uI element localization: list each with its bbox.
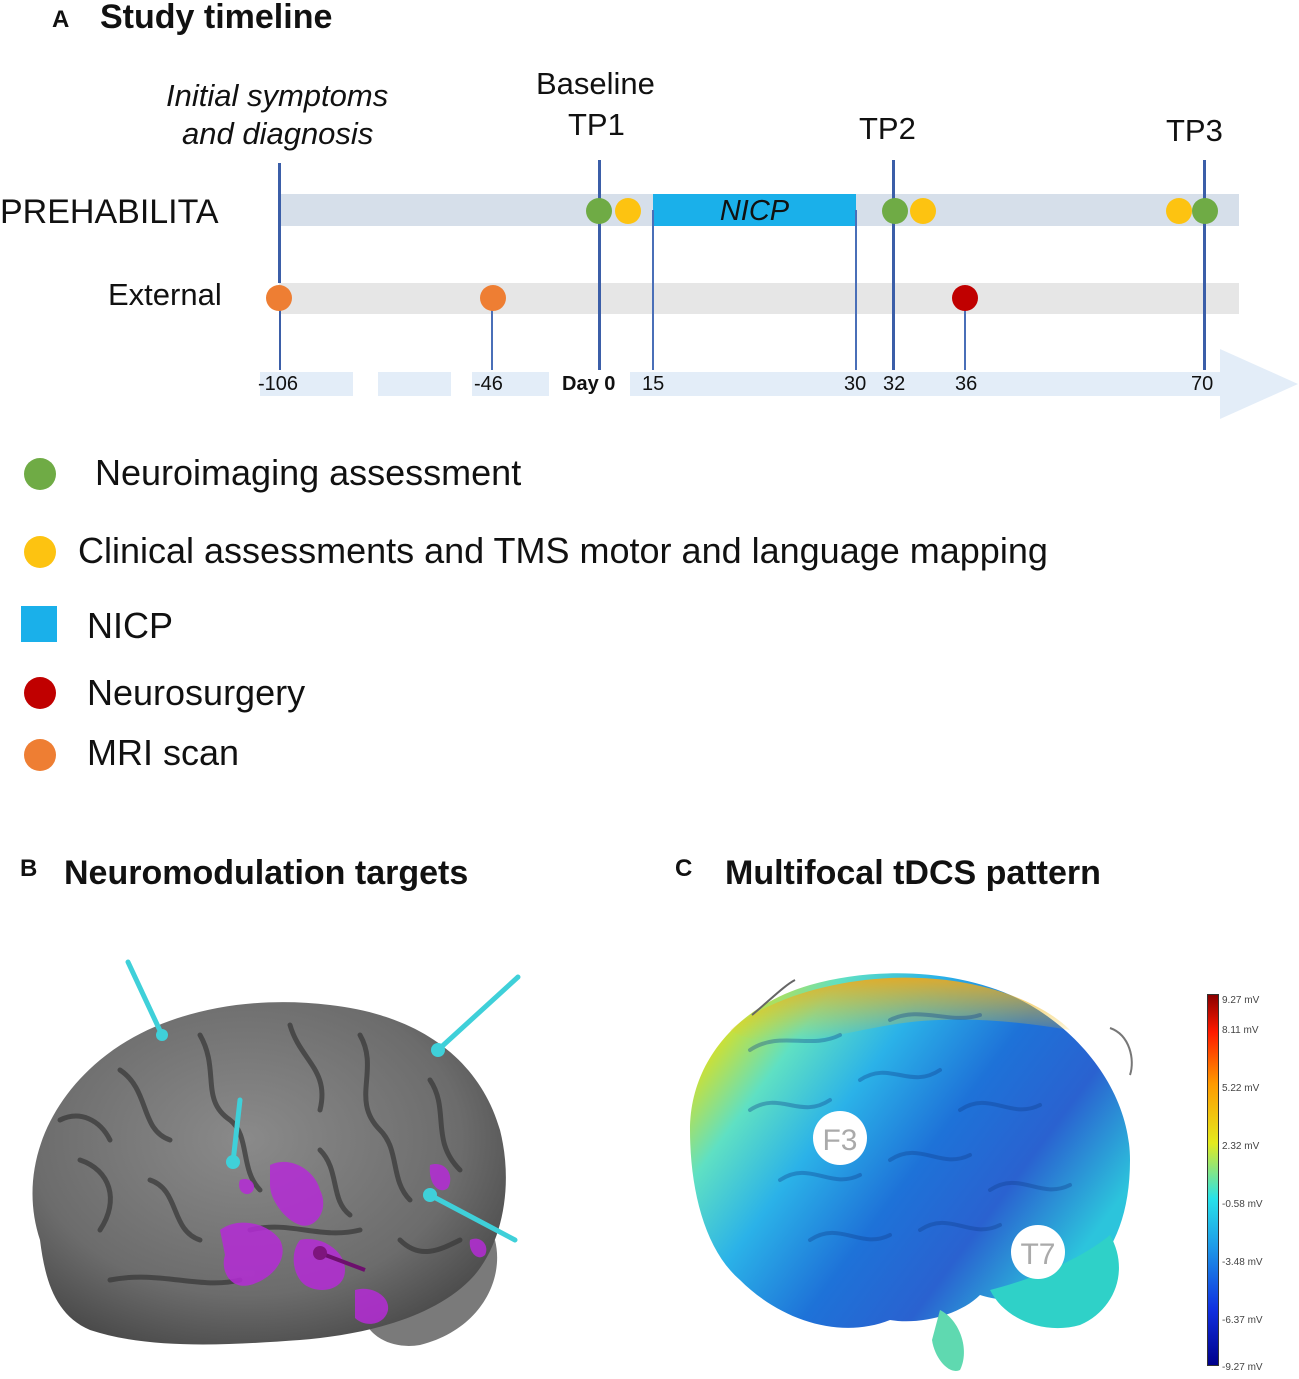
marker-line-initial	[278, 163, 281, 283]
marker-line-day36	[964, 298, 966, 370]
tick-label: -46	[474, 373, 503, 395]
marker-line-tp1	[598, 160, 601, 370]
marker-line-initial-lower	[279, 300, 281, 370]
timeline-axis-arrow	[260, 349, 1298, 419]
colorbar-label: -0.58 mV	[1222, 1199, 1263, 1210]
row-label-external: External	[108, 277, 222, 312]
legend-label-clinical: Clinical assessments and TMS motor and l…	[78, 530, 1048, 571]
label-tp1: TP1	[568, 107, 625, 142]
colorbar-label: -9.27 mV	[1222, 1362, 1263, 1373]
annotation-diagnosis: and diagnosis	[182, 116, 374, 151]
dot-neuroimaging-tp2	[882, 198, 908, 224]
dot-clinical-tp3	[1166, 198, 1192, 224]
panel-c-title: Multifocal tDCS pattern	[725, 854, 1101, 892]
external-bar	[279, 283, 1239, 314]
marker-line-day30	[855, 210, 857, 370]
legend-label-nicp: NICP	[87, 605, 174, 646]
legend-label-neurosurgery: Neurosurgery	[87, 672, 306, 713]
panel-c-letter: C	[675, 855, 693, 882]
tick-label: 36	[955, 373, 978, 395]
legend-marker-clinical	[24, 536, 56, 568]
dot-mri-day-106	[266, 285, 292, 311]
label-tp3: TP3	[1166, 113, 1223, 148]
label-baseline: Baseline	[536, 66, 655, 101]
dot-neuroimaging-tp3	[1192, 198, 1218, 224]
label-tp2: TP2	[859, 111, 916, 146]
tick-label: 30	[844, 373, 867, 395]
legend-marker-neuroimaging	[24, 458, 56, 490]
tick-label: -106	[258, 373, 299, 395]
tick-label-day0: Day 0	[562, 373, 616, 395]
colorbar-label: 9.27 mV	[1222, 995, 1260, 1006]
nicp-bar: NICP	[653, 194, 856, 227]
row-label-prehabilita: PREHABILITA	[0, 193, 219, 231]
panel-b-title: Neuromodulation targets	[64, 854, 469, 892]
annotation-initial-symptoms: Initial symptoms	[166, 78, 389, 113]
legend-marker-nicp	[21, 606, 57, 642]
colorbar-label: 5.22 mV	[1222, 1083, 1260, 1094]
colorbar-label: -3.48 mV	[1222, 1257, 1263, 1268]
panel-a-letter: A	[52, 6, 70, 33]
marker-line-tp2	[892, 160, 895, 370]
tick-label: 70	[1191, 373, 1214, 395]
dot-neurosurgery-day36	[952, 285, 978, 311]
legend-marker-neurosurgery	[24, 677, 56, 709]
marker-line-day15	[652, 210, 654, 370]
dot-clinical-tp2	[910, 198, 936, 224]
brain-neuromodulation-image	[32, 959, 521, 1346]
tick-label: 32	[883, 373, 906, 395]
marker-line-day-46	[491, 298, 493, 370]
panel-a-title: Study timeline	[100, 0, 333, 36]
dot-clinical-tp1	[615, 198, 641, 224]
colorbar-label: 8.11 mV	[1222, 1025, 1259, 1036]
tdcs-brain-image: F3 T7	[690, 973, 1133, 1371]
legend-marker-mri	[24, 739, 56, 771]
legend-label-neuroimaging: Neuroimaging assessment	[95, 452, 522, 493]
electrode-label-f3: F3	[822, 1124, 857, 1157]
legend-label-mri: MRI scan	[87, 732, 240, 773]
colorbar-label: -6.37 mV	[1222, 1315, 1263, 1326]
nicp-bar-label: NICP	[719, 195, 790, 227]
colorbar-label: 2.32 mV	[1222, 1141, 1260, 1152]
tick-label: 15	[642, 373, 665, 395]
panel-b-letter: B	[20, 855, 38, 882]
dot-neuroimaging-tp1	[586, 198, 612, 224]
dot-mri-day-46	[480, 285, 506, 311]
electrode-label-t7: T7	[1020, 1238, 1055, 1271]
colorbar	[1207, 994, 1219, 1366]
marker-line-tp3	[1203, 160, 1206, 370]
